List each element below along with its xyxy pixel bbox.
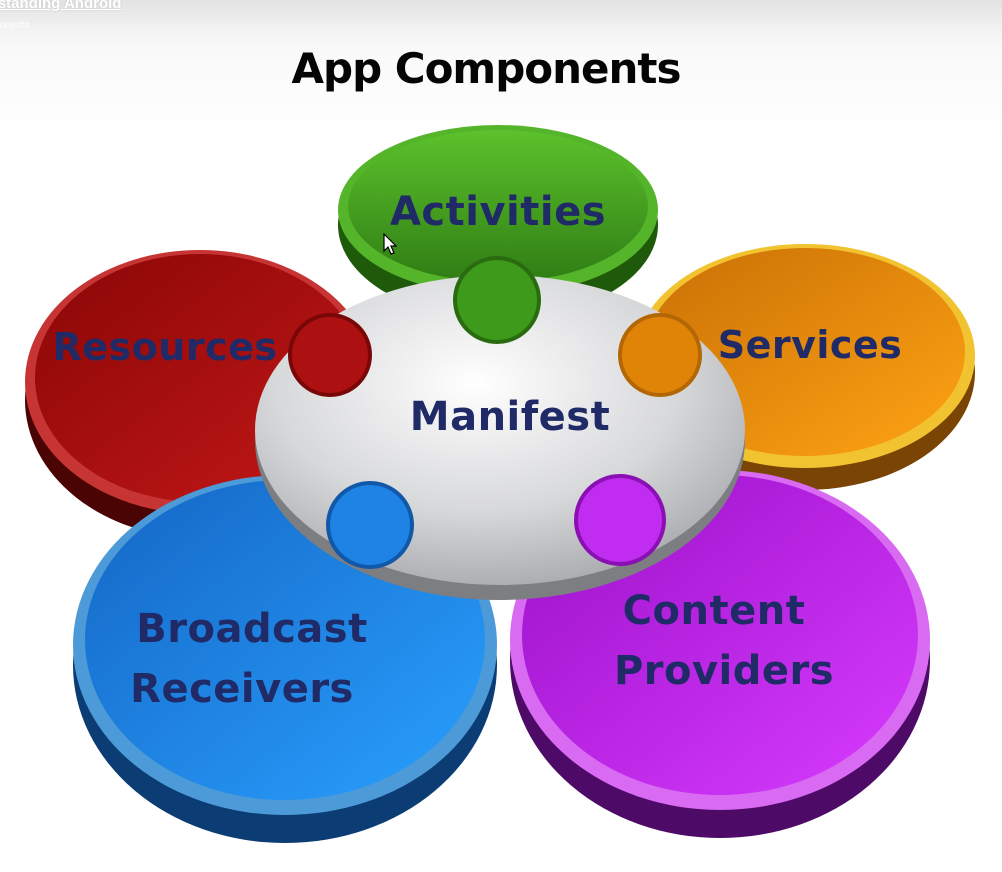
services-piece <box>635 244 975 490</box>
label-receivers: Receivers <box>130 666 354 712</box>
mouse-cursor-icon <box>383 233 398 255</box>
activities-piece <box>338 125 658 320</box>
label-services: Services <box>718 323 903 367</box>
manifest-piece <box>255 256 745 600</box>
slide-title: App Components <box>291 44 682 93</box>
label-providers: Providers <box>614 648 834 694</box>
label-manifest: Manifest <box>410 394 610 440</box>
label-resources: Resources <box>53 325 278 369</box>
video-header-bar: rstanding Android ponents <box>0 0 1002 48</box>
video-title-link[interactable]: rstanding Android <box>0 0 122 12</box>
label-broadcast: Broadcast <box>136 606 367 652</box>
label-content: Content <box>623 588 806 634</box>
label-activities: Activities <box>390 189 606 235</box>
video-subtitle: ponents <box>0 20 30 31</box>
